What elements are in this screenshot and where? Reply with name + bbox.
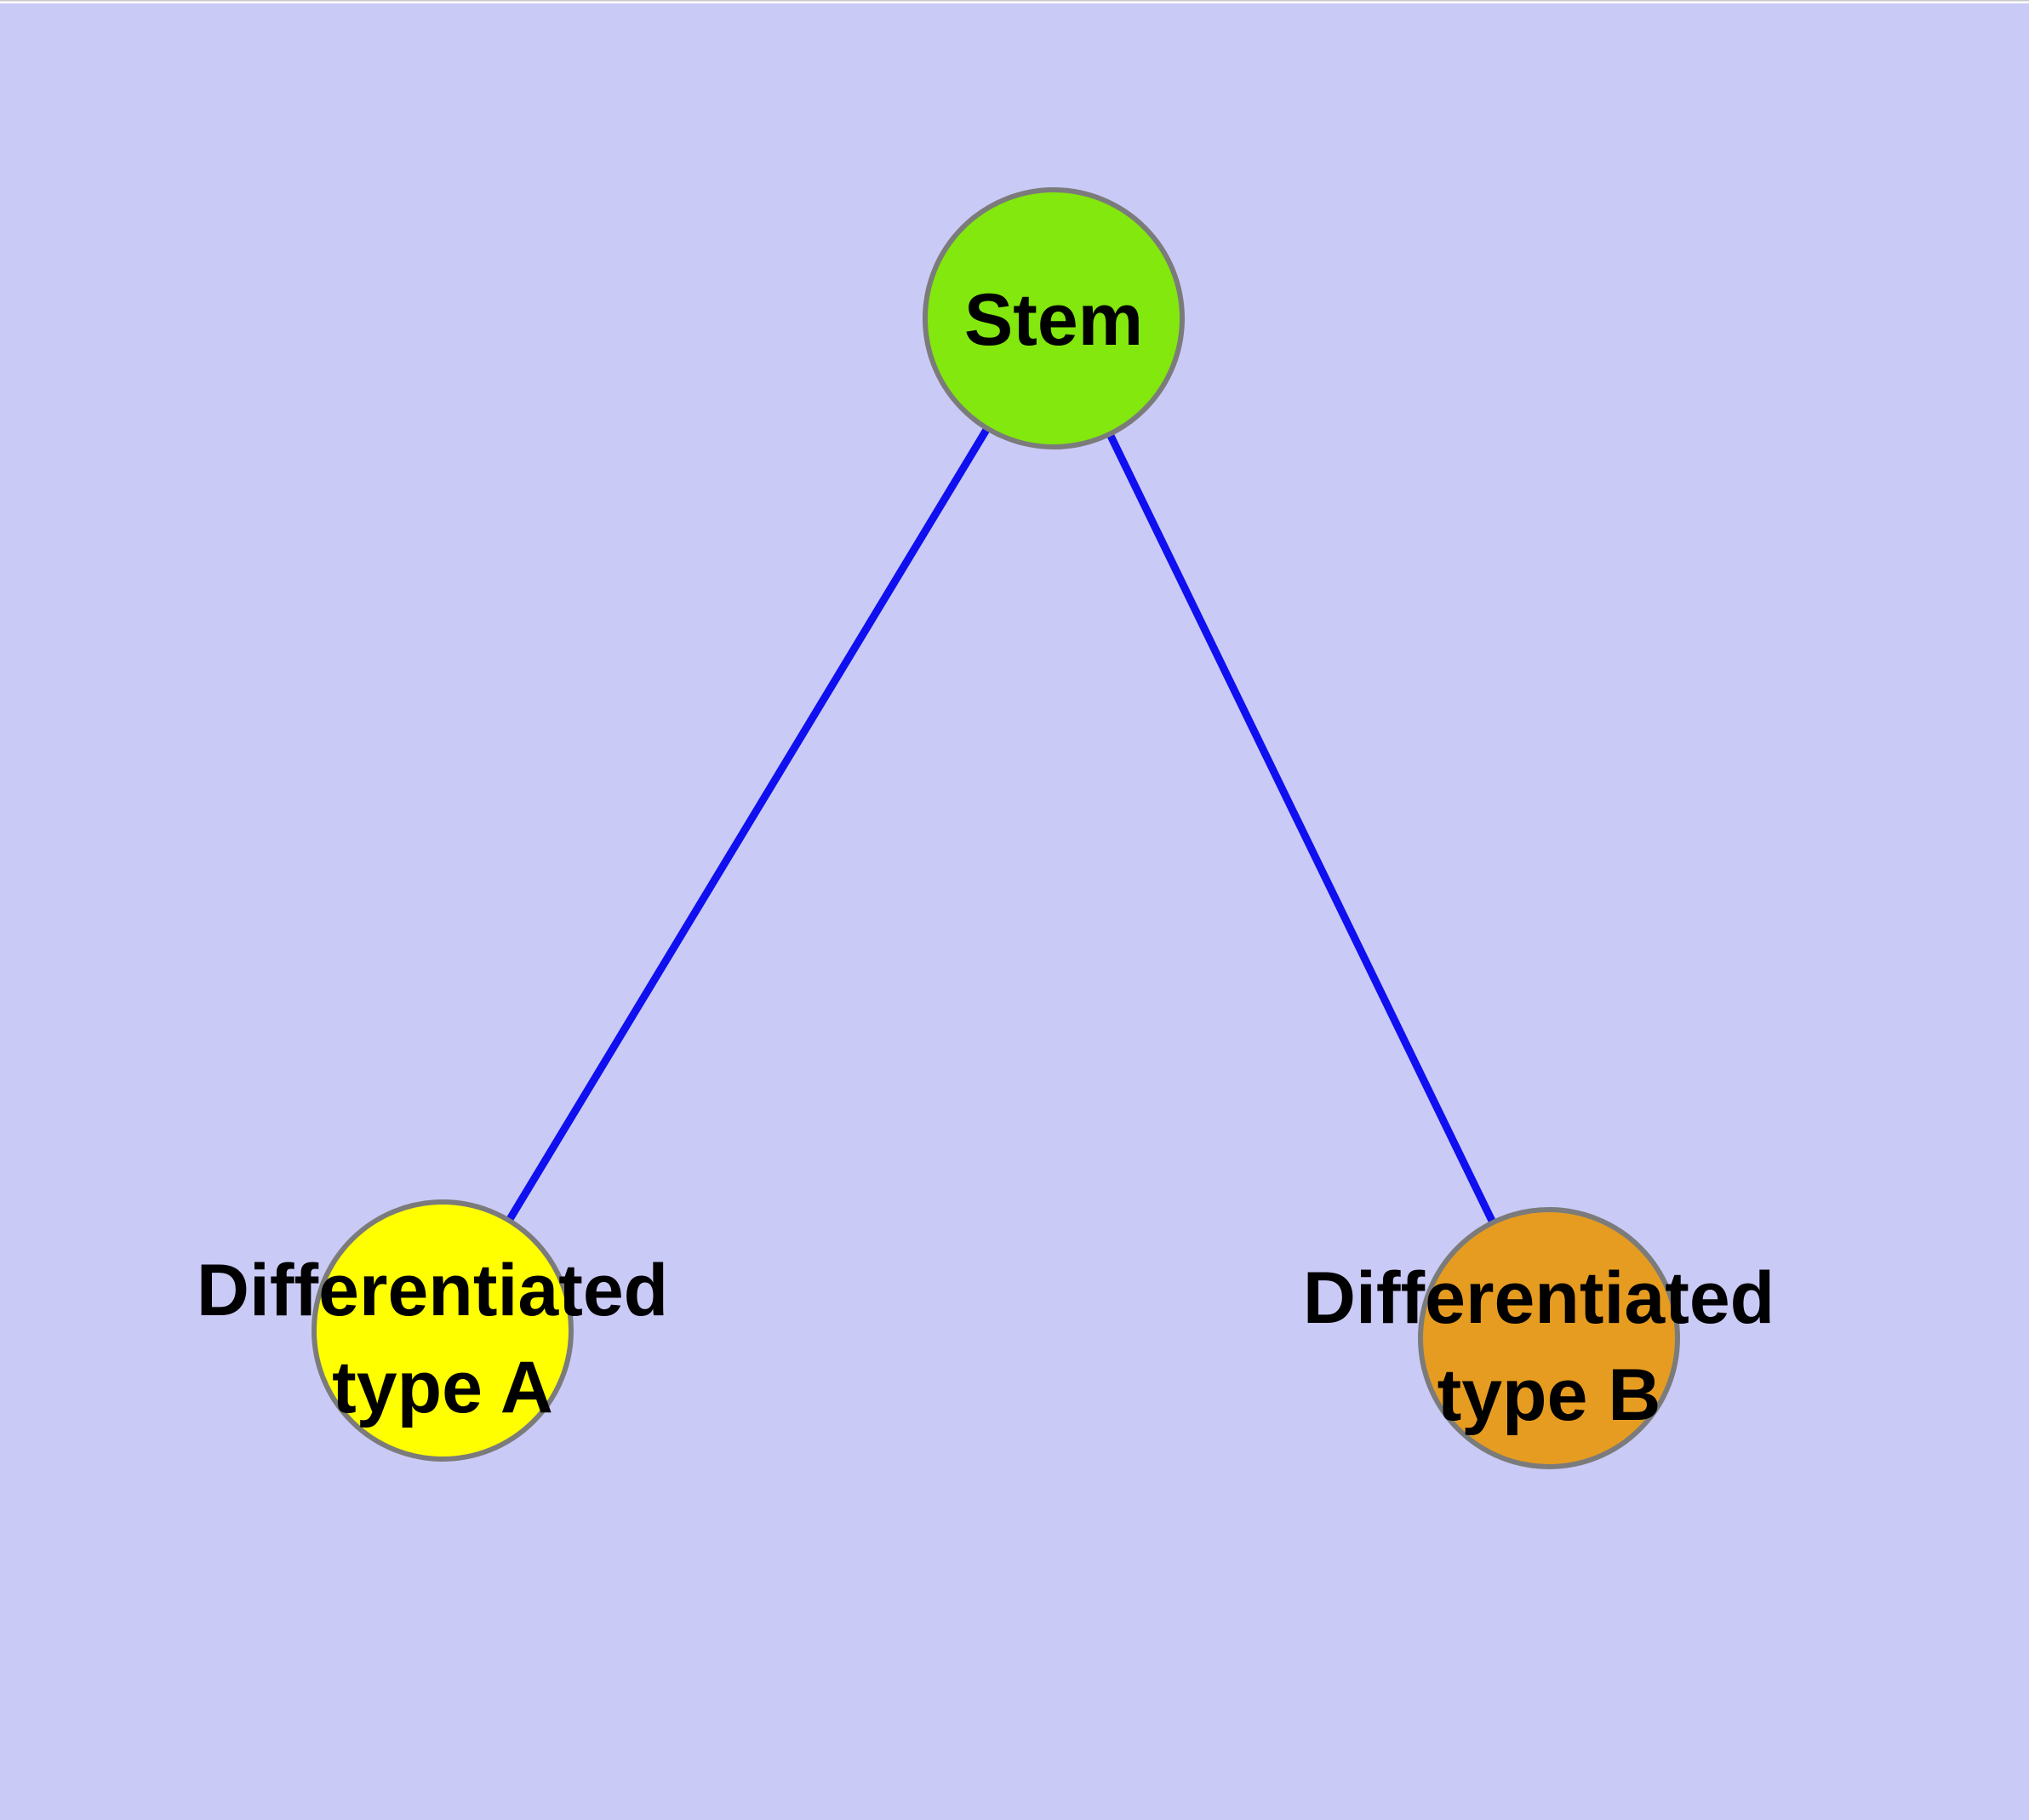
node-type-a-circle	[311, 1199, 574, 1462]
node-type-b-label: Differentiated type B	[1303, 1257, 1795, 1436]
node-stem: Stem	[923, 187, 1185, 449]
edge-stem-to-type-a	[439, 316, 1057, 1333]
node-differentiated-type-a: Differentiated type A	[197, 1199, 689, 1462]
top-hairline	[0, 0, 2029, 2]
node-type-a-label-line1: Differentiated	[197, 1250, 668, 1331]
node-type-b-circle	[1418, 1207, 1680, 1469]
node-differentiated-type-b: Differentiated type B	[1303, 1207, 1795, 1469]
node-type-a-label: Differentiated type A	[197, 1250, 689, 1428]
node-stem-label: Stem	[964, 279, 1143, 361]
top-margin	[0, 1, 2029, 3]
node-stem-circle	[923, 187, 1185, 449]
node-type-a-label-line2: type A	[332, 1347, 553, 1428]
node-type-b-label-line1: Differentiated	[1303, 1257, 1775, 1339]
node-type-b-label-line2: type B	[1437, 1354, 1661, 1436]
edge-stem-to-type-b	[1049, 317, 1553, 1340]
